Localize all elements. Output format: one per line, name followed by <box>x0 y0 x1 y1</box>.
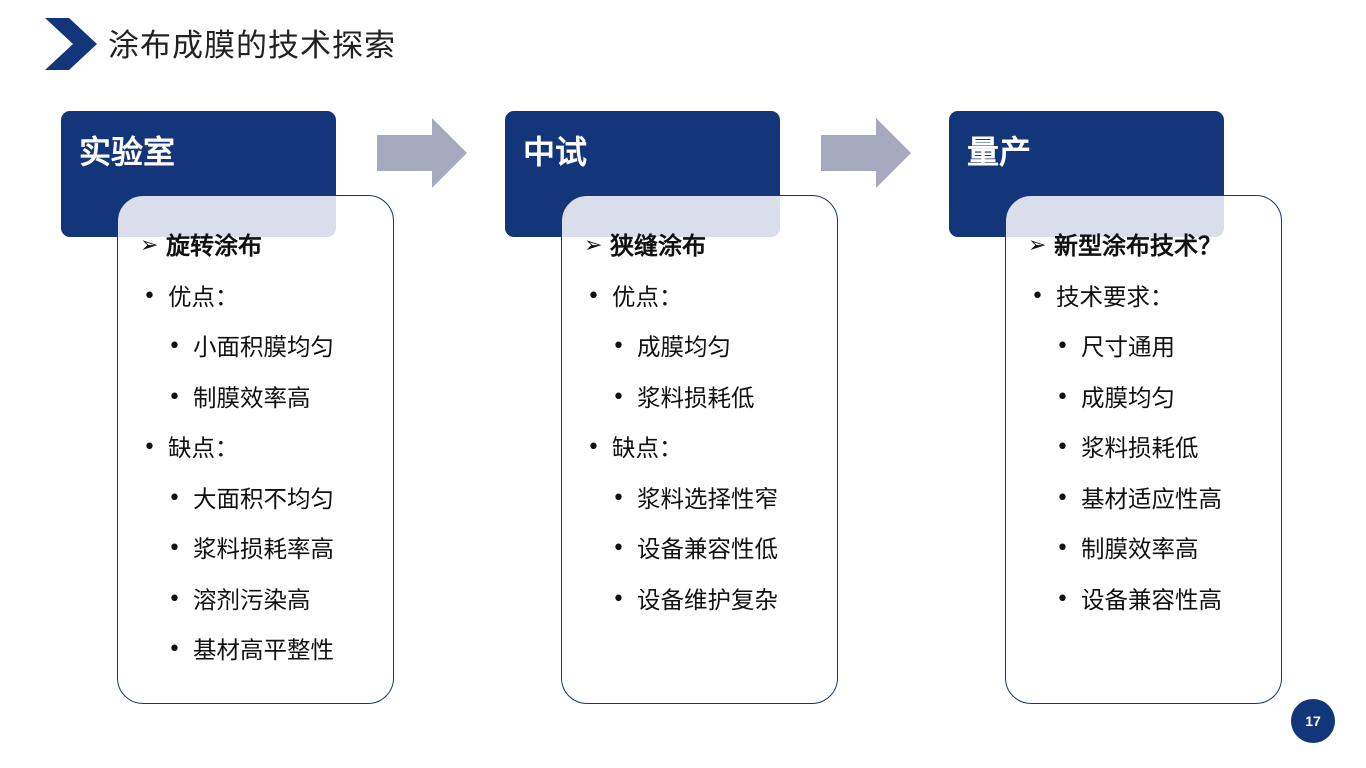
sub-list-item: • 大面积不均匀 <box>118 477 393 528</box>
sub-list-item: • 设备兼容性高 <box>1006 578 1281 629</box>
dot-bullet-icon: • <box>168 485 181 511</box>
item-text: 优点： <box>612 282 683 311</box>
arrow-right-icon <box>377 118 467 188</box>
dot-bullet-icon: • <box>1056 485 1069 511</box>
dot-bullet-icon: • <box>587 435 600 460</box>
item-text: 制膜效率高 <box>193 383 311 412</box>
sub-list-item: • 设备维护复杂 <box>562 578 837 629</box>
dot-bullet-icon: • <box>143 283 156 309</box>
item-text: 旋转涂布 <box>166 231 262 260</box>
sub-list-item: • 制膜效率高 <box>118 376 393 427</box>
sub-list-item: • 制膜效率高 <box>1006 527 1281 578</box>
item-text: 浆料选择性窄 <box>637 484 778 513</box>
stage-card-mass-production: ➢ 新型涂布技术？ • 技术要求： • 尺寸通用 • 成膜均匀 • 浆料损耗低 • 基材适应性高 • 制膜… <box>1005 195 1282 704</box>
stage-card-pilot: ➢ 狭缝涂布 • 优点： • 成膜均匀 • 浆料损耗低 • 缺点： • 浆料选择性窄 • 设备兼容性低 • 设… <box>561 195 838 704</box>
item-text: 大面积不均匀 <box>193 484 334 513</box>
sub-list-item: • 尺寸通用 <box>1006 325 1281 376</box>
item-text: 优点： <box>168 282 239 311</box>
stage-title: 实验室 <box>79 133 176 171</box>
item-text: 小面积膜均匀 <box>193 333 334 361</box>
arrow-right-icon <box>821 118 911 188</box>
item-text: 浆料损耗率高 <box>193 535 334 563</box>
dot-bullet-icon: • <box>612 536 625 561</box>
item-text: 狭缝涂布 <box>610 231 706 260</box>
method-heading: ➢ 旋转涂布 <box>118 224 393 275</box>
dot-bullet-icon: • <box>168 384 181 410</box>
item-text: 缺点： <box>168 434 239 462</box>
dot-bullet-icon: • <box>612 384 625 410</box>
page-number: 17 <box>1291 699 1335 743</box>
item-text: 浆料损耗低 <box>1081 434 1199 462</box>
item-text: 缺点： <box>612 434 683 462</box>
dot-bullet-icon: • <box>1056 435 1069 460</box>
item-text: 尺寸通用 <box>1081 333 1175 361</box>
dot-bullet-icon: • <box>1056 536 1069 561</box>
item-text: 浆料损耗低 <box>637 383 755 412</box>
dot-bullet-icon: • <box>168 536 181 561</box>
item-text: 基材适应性高 <box>1081 484 1222 513</box>
dot-bullet-icon: • <box>168 334 181 359</box>
dot-bullet-icon: • <box>587 283 600 309</box>
dot-bullet-icon: • <box>612 334 625 359</box>
method-heading: ➢ 狭缝涂布 <box>562 224 837 275</box>
sub-list-item: • 基材适应性高 <box>1006 477 1281 528</box>
arrowhead-bullet-icon: ➢ <box>584 233 603 258</box>
page-title: 涂布成膜的技术探索 <box>108 28 396 64</box>
sub-list-item: • 浆料损耗低 <box>1006 426 1281 477</box>
list-item: • 优点： <box>562 275 837 326</box>
method-heading: ➢ 新型涂布技术？ <box>1006 224 1281 275</box>
sub-list-item: • 浆料损耗低 <box>562 376 837 427</box>
dot-bullet-icon: • <box>1056 384 1069 410</box>
item-text: 基材高平整性 <box>193 636 334 664</box>
item-text: 设备兼容性低 <box>637 535 778 563</box>
stage-card-lab: ➢ 旋转涂布 • 优点： • 小面积膜均匀 • 制膜效率高 • 缺点： • 大面积不均匀 • 浆料损耗率高… <box>117 195 394 704</box>
sub-list-item: • 浆料损耗率高 <box>118 527 393 578</box>
arrowhead-bullet-icon: ➢ <box>140 233 159 258</box>
list-item: • 优点： <box>118 275 393 326</box>
item-text: 设备兼容性高 <box>1081 585 1222 614</box>
item-text: 新型涂布技术？ <box>1054 231 1222 260</box>
arrowhead-bullet-icon: ➢ <box>1028 233 1047 258</box>
dot-bullet-icon: • <box>1031 283 1044 309</box>
dot-bullet-icon: • <box>143 435 156 460</box>
stage-title: 量产 <box>967 133 1032 171</box>
stage-item-list: ➢ 狭缝涂布 • 优点： • 成膜均匀 • 浆料损耗低 • 缺点： • 浆料选择性窄 • 设备兼容性低 • 设… <box>562 224 837 628</box>
sub-list-item: • 浆料选择性窄 <box>562 477 837 528</box>
dot-bullet-icon: • <box>1056 586 1069 612</box>
dot-bullet-icon: • <box>168 637 181 662</box>
item-text: 设备维护复杂 <box>637 585 778 614</box>
item-text: 成膜均匀 <box>1081 383 1175 412</box>
sub-list-item: • 溶剂污染高 <box>118 578 393 629</box>
item-text: 成膜均匀 <box>637 333 731 361</box>
chevron-right-icon <box>45 18 97 70</box>
item-text: 溶剂污染高 <box>193 585 311 614</box>
dot-bullet-icon: • <box>612 485 625 511</box>
dot-bullet-icon: • <box>168 586 181 612</box>
sub-list-item: • 小面积膜均匀 <box>118 325 393 376</box>
sub-list-item: • 成膜均匀 <box>1006 376 1281 427</box>
sub-list-item: • 成膜均匀 <box>562 325 837 376</box>
list-item: • 技术要求： <box>1006 275 1281 326</box>
stage-title: 中试 <box>523 133 588 171</box>
sub-list-item: • 设备兼容性低 <box>562 527 837 578</box>
dot-bullet-icon: • <box>612 586 625 612</box>
list-item: • 缺点： <box>118 426 393 477</box>
stage-item-list: ➢ 新型涂布技术？ • 技术要求： • 尺寸通用 • 成膜均匀 • 浆料损耗低 • 基材适应性高 • 制膜… <box>1006 224 1281 628</box>
dot-bullet-icon: • <box>1056 334 1069 359</box>
stage-item-list: ➢ 旋转涂布 • 优点： • 小面积膜均匀 • 制膜效率高 • 缺点： • 大面积不均匀 • 浆料损耗率高… <box>118 224 393 679</box>
item-text: 制膜效率高 <box>1081 535 1199 563</box>
sub-list-item: • 基材高平整性 <box>118 628 393 679</box>
item-text: 技术要求： <box>1056 282 1174 311</box>
list-item: • 缺点： <box>562 426 837 477</box>
